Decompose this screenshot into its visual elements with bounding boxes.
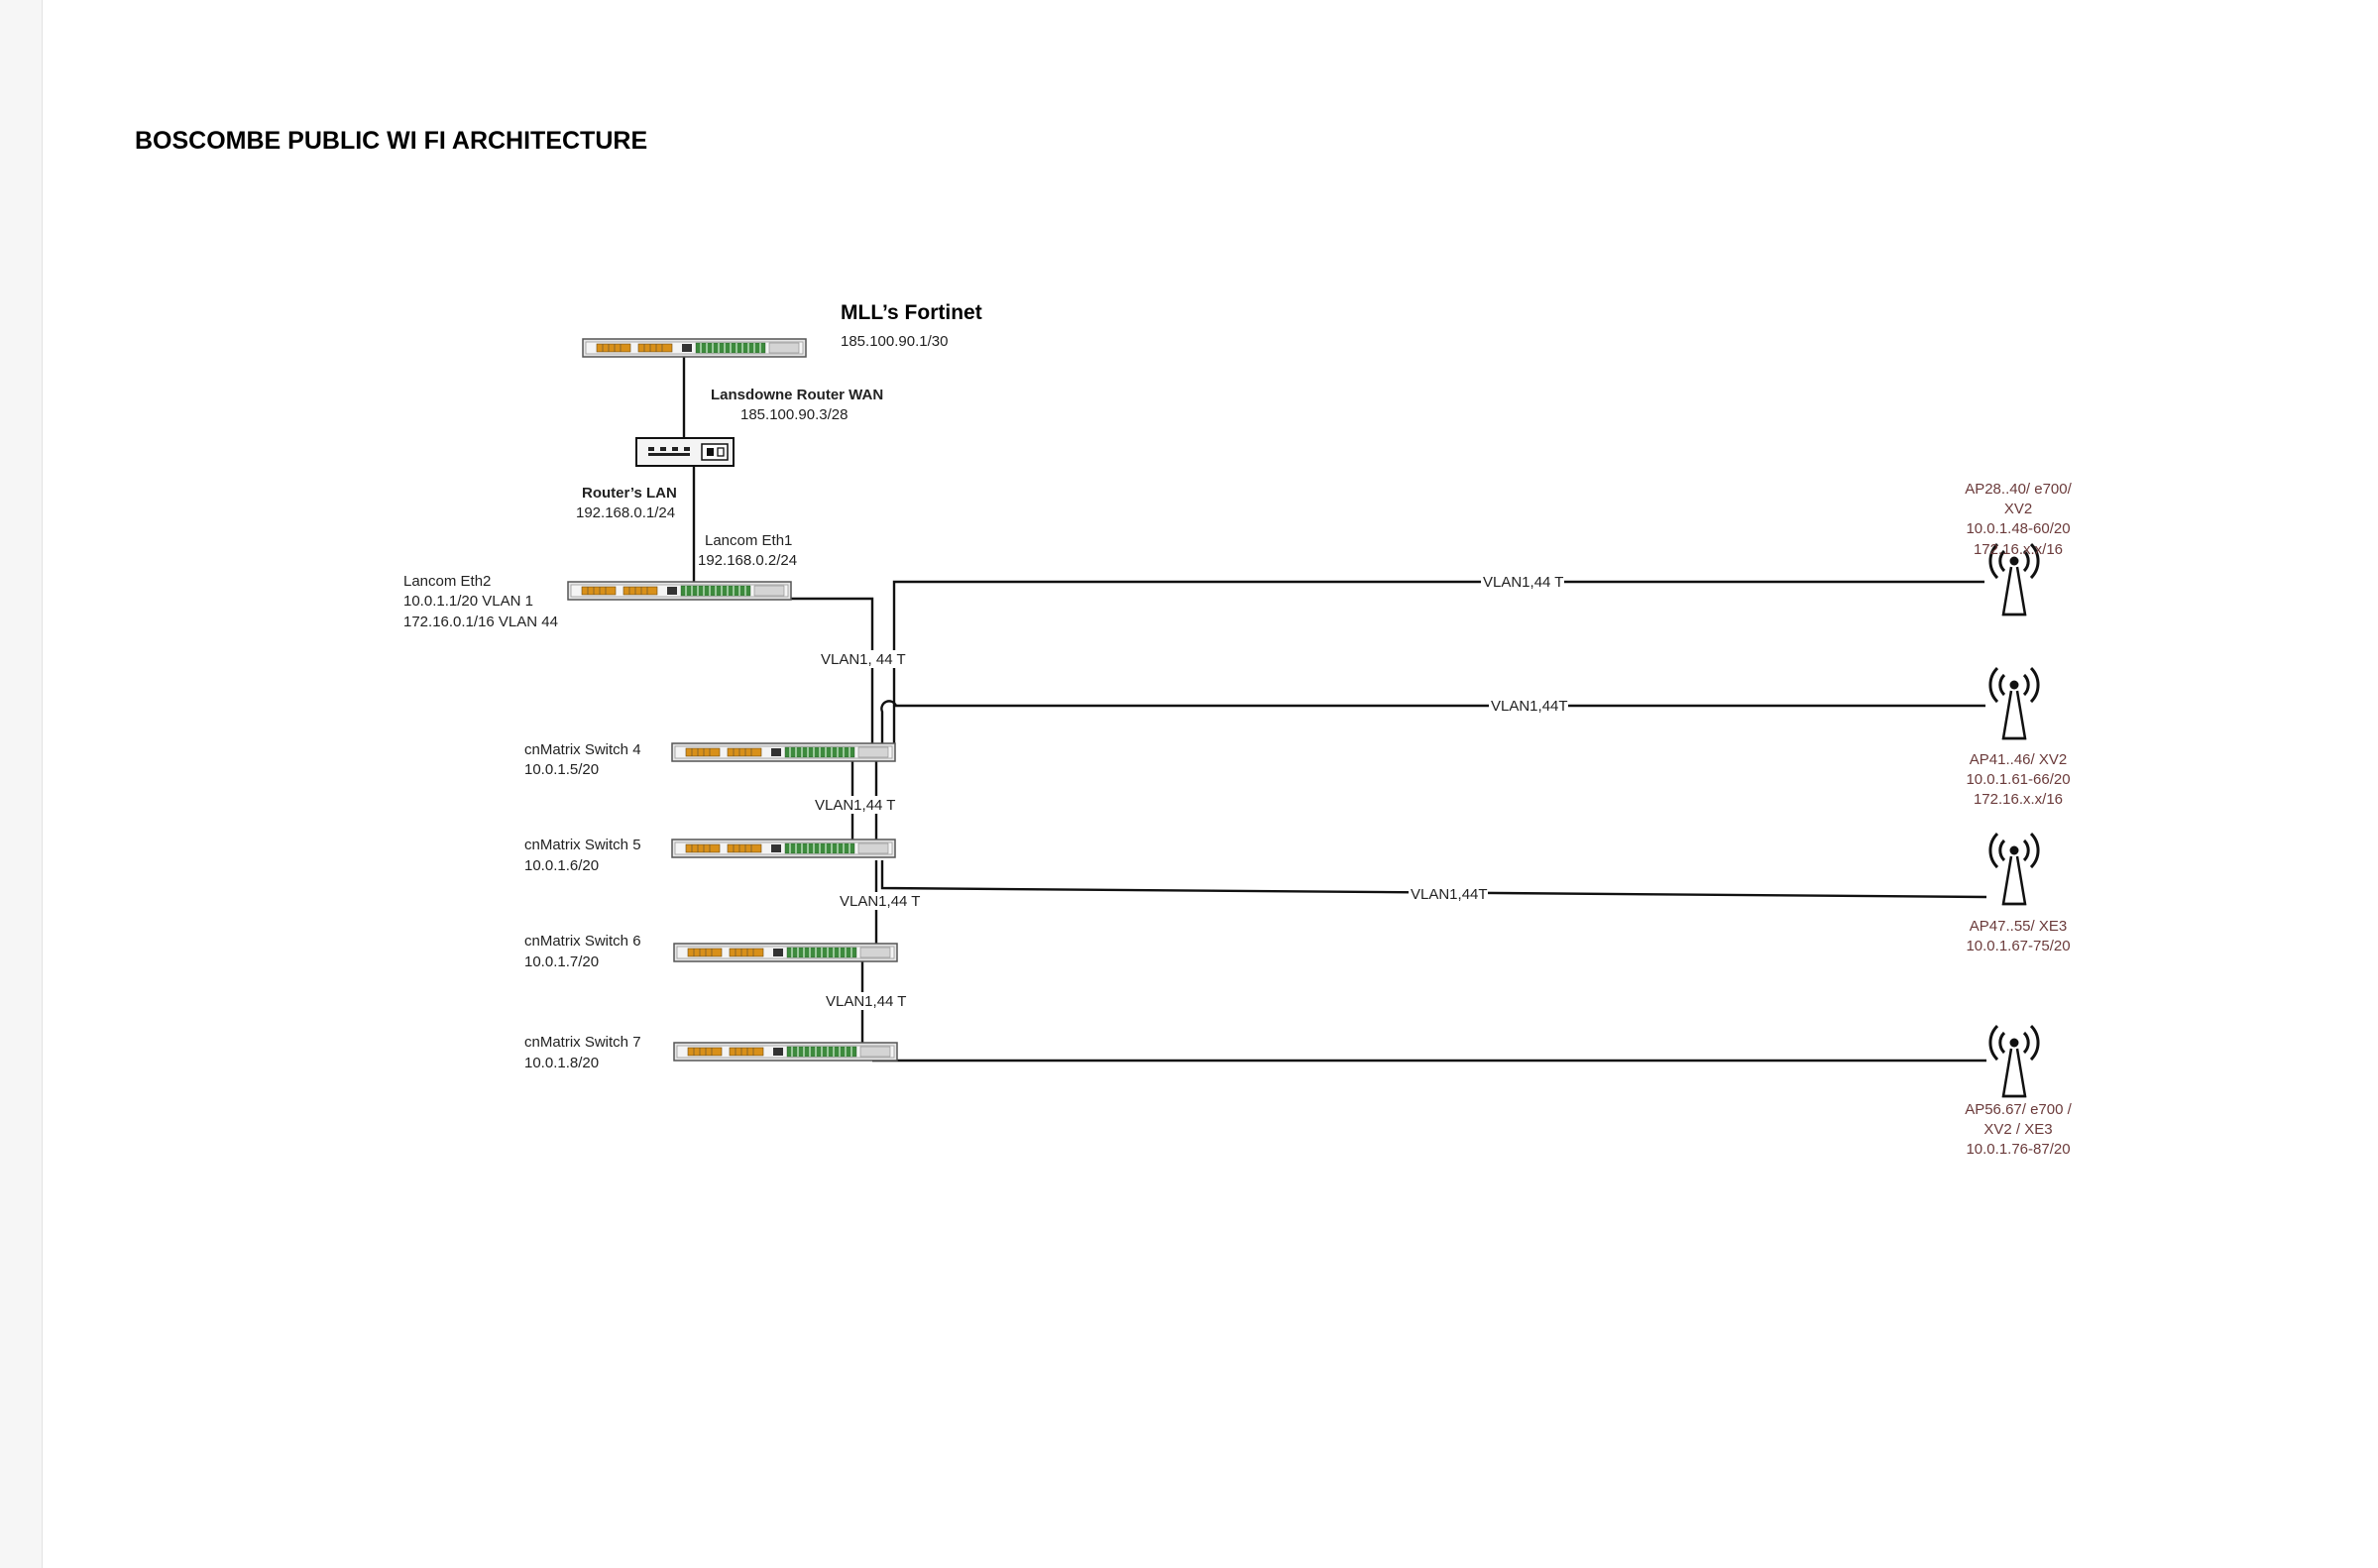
vlan-labels: VLAN1, 44 T VLAN1,44 T VLAN1,44 T VLAN1,… bbox=[813, 573, 1568, 1010]
switch-6-ip: 10.0.1.7/20 bbox=[524, 953, 599, 970]
ap-group-2-antenna-tower-icon bbox=[1988, 666, 2040, 740]
vlan-label-switch6-switch7: VLAN1,44 T bbox=[826, 993, 906, 1010]
router-lan-name: Router’s LAN bbox=[582, 485, 677, 502]
switch-6-name: cnMatrix Switch 6 bbox=[524, 933, 641, 950]
lancom-eth1-name: Lancom Eth1 bbox=[705, 532, 792, 549]
switch-7-ip: 10.0.1.8/20 bbox=[524, 1055, 599, 1071]
svg-text:AP47..55/ XE3: AP47..55/ XE3 bbox=[1970, 918, 2067, 935]
svg-text:AP41..46/ XV2: AP41..46/ XV2 bbox=[1970, 751, 2067, 768]
lancom-eth2-vlan1: 10.0.1.1/20 VLAN 1 bbox=[403, 593, 533, 610]
svg-text:10.0.1.48-60/20: 10.0.1.48-60/20 bbox=[1966, 520, 2070, 537]
svg-text:XV2 / XE3: XV2 / XE3 bbox=[1983, 1121, 2052, 1138]
svg-text:10.0.1.76-87/20: 10.0.1.76-87/20 bbox=[1966, 1141, 2070, 1158]
fortinet-rack-device-icon bbox=[582, 338, 807, 358]
router-lan-ip: 192.168.0.1/24 bbox=[576, 504, 675, 521]
switch-7-name: cnMatrix Switch 7 bbox=[524, 1034, 641, 1051]
switch-5-ip: 10.0.1.6/20 bbox=[524, 857, 599, 874]
svg-text:10.0.1.61-66/20: 10.0.1.61-66/20 bbox=[1966, 771, 2070, 788]
svg-text:XV2: XV2 bbox=[2004, 501, 2032, 517]
switch-4-name: cnMatrix Switch 4 bbox=[524, 741, 641, 758]
vlan-label-switch4-switch5: VLAN1,44 T bbox=[815, 797, 895, 814]
ap-group-2-label: AP41..46/ XV2 10.0.1.61-66/20 172.16.x.x… bbox=[1966, 751, 2070, 808]
svg-text:172.16.x.x/16: 172.16.x.x/16 bbox=[1974, 541, 2063, 558]
switch-5-name: cnMatrix Switch 5 bbox=[524, 837, 641, 853]
switch-4-rack-device-icon bbox=[671, 742, 896, 762]
lancom-eth2-vlan44: 172.16.0.1/16 VLAN 44 bbox=[403, 614, 558, 630]
switch-4-ip: 10.0.1.5/20 bbox=[524, 761, 599, 778]
svg-text:AP56.67/ e700 /: AP56.67/ e700 / bbox=[1965, 1101, 2072, 1118]
switch-7-rack-device-icon bbox=[673, 1042, 898, 1062]
vlan-label-ap2: VLAN1,44T bbox=[1491, 698, 1568, 715]
ap-group-3-label: AP47..55/ XE3 10.0.1.67-75/20 bbox=[1966, 918, 2070, 954]
vlan-label-switch5-switch6: VLAN1,44 T bbox=[840, 893, 920, 910]
fortinet-name: MLL’s Fortinet bbox=[841, 301, 982, 324]
lansdowne-router-icon bbox=[635, 437, 735, 467]
vlan-label-ap3: VLAN1,44T bbox=[1411, 886, 1488, 903]
svg-text:172.16.x.x/16: 172.16.x.x/16 bbox=[1974, 791, 2063, 808]
vlan-label-ap1: VLAN1,44 T bbox=[1483, 574, 1563, 591]
lancom-eth2-name: Lancom Eth2 bbox=[403, 573, 491, 590]
switch-5-rack-device-icon bbox=[671, 839, 896, 858]
svg-text:AP28..40/ e700/: AP28..40/ e700/ bbox=[1965, 481, 2072, 498]
vlan-label-lancom-switch4: VLAN1, 44 T bbox=[821, 651, 906, 668]
page-title: BOSCOMBE PUBLIC WI FI ARCHITECTURE bbox=[135, 127, 647, 155]
ap-group-3-antenna-tower-icon bbox=[1988, 832, 2040, 906]
router-wan-name: Lansdowne Router WAN bbox=[711, 387, 883, 403]
ap-group-4-antenna-tower-icon bbox=[1988, 1024, 2040, 1098]
lancom-eth1-ip: 192.168.0.2/24 bbox=[698, 552, 797, 569]
switch-6-rack-device-icon bbox=[673, 943, 898, 962]
lancom-rack-device-icon bbox=[567, 581, 792, 601]
ap-group-1-label: AP28..40/ e700/ XV2 10.0.1.48-60/20 172.… bbox=[1965, 481, 2072, 558]
svg-text:10.0.1.67-75/20: 10.0.1.67-75/20 bbox=[1966, 938, 2070, 954]
ap-group-4-label: AP56.67/ e700 / XV2 / XE3 10.0.1.76-87/2… bbox=[1965, 1101, 2072, 1158]
fortinet-ip: 185.100.90.1/30 bbox=[841, 333, 948, 350]
page-left-gutter bbox=[0, 0, 43, 1568]
router-wan-ip: 185.100.90.3/28 bbox=[740, 406, 848, 423]
